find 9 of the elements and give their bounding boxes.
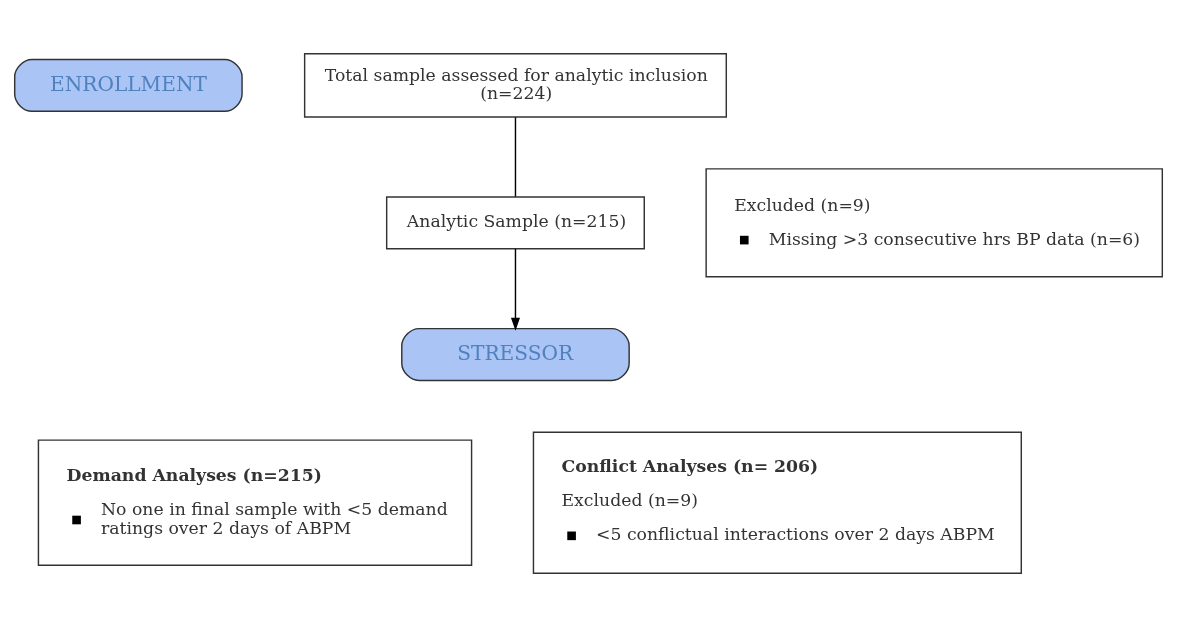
arrow xyxy=(510,247,520,331)
node-box: Excluded (n=9) Missing >3 consecutive hrs BP data (n=6) xyxy=(705,167,1164,278)
node-box: Analytic Sample (n=215) xyxy=(385,195,645,249)
node-box: ENROLLMENT xyxy=(13,58,243,112)
node-box: Demand Analyses (n=215) No one in final sample with <5 demand ratings over 2 days of ABPM xyxy=(37,438,473,566)
connector xyxy=(514,116,517,197)
node-box: Conflict Analyses (n= 206) Excluded (n=9) <5 conflictual interactions over 2 days ABPM xyxy=(532,431,1022,574)
node-box: STRESSOR xyxy=(401,327,630,381)
node-box: Total sample assessed for analytic inclusion (n=224) xyxy=(303,52,727,118)
